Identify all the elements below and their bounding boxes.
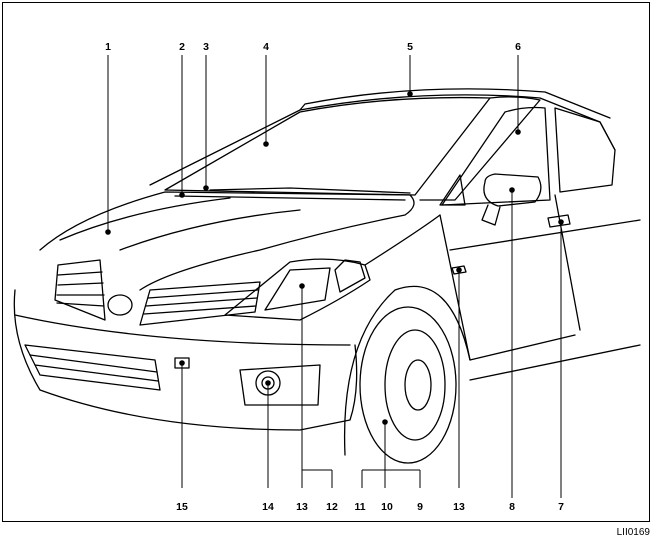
callout-15: 15 [176, 501, 188, 513]
dot-7 [558, 219, 564, 225]
roof-line [149, 94, 616, 186]
callout-1: 1 [105, 41, 111, 53]
upper-grille [139, 281, 261, 326]
hood-crease-2 [119, 209, 301, 251]
hood-crease-1 [59, 197, 231, 241]
tire [359, 306, 457, 464]
callout-5: 5 [407, 41, 413, 53]
lower-grille-bars [29, 354, 159, 382]
callout-11: 11 [354, 501, 365, 513]
upper-grille-bars [143, 289, 259, 315]
callout-14: 14 [262, 501, 274, 513]
callout-3: 3 [203, 41, 209, 53]
figure-frame [2, 2, 650, 522]
side-character-line [449, 219, 641, 251]
dot-14 [265, 380, 271, 386]
callout-2: 2 [179, 41, 185, 53]
fender [364, 214, 441, 266]
dot-4 [263, 141, 269, 147]
mirror-arm [481, 204, 501, 226]
callout-6: 6 [515, 41, 521, 53]
wheel-arch [343, 285, 471, 456]
nissan-emblem [107, 294, 133, 316]
grille-bars [56, 271, 105, 307]
front-bumper [13, 289, 358, 431]
dot-2 [179, 192, 185, 198]
dot-15 [179, 360, 185, 366]
windshield [164, 96, 491, 196]
wheel-rim [384, 329, 446, 441]
dot-5 [407, 91, 413, 97]
wheel-hub [404, 359, 432, 411]
callout-4: 4 [263, 41, 269, 53]
dot-13b [456, 267, 462, 273]
fog-lamp-housing [239, 364, 321, 406]
callout-10: 10 [381, 501, 393, 513]
wiper [209, 187, 411, 194]
hood-outline [39, 191, 415, 291]
dot-6 [515, 129, 521, 135]
callout-8: 8 [509, 501, 515, 513]
lower-grille [24, 344, 161, 391]
bumper-line [14, 314, 351, 346]
cowl [174, 195, 406, 201]
headlamp-lens [264, 267, 331, 311]
dot-8 [509, 187, 515, 193]
dot-13a [299, 283, 305, 289]
dot-1 [105, 229, 111, 235]
a-pillar [419, 96, 541, 201]
dot-3 [203, 185, 209, 191]
figure-id: LII0169 [616, 527, 650, 538]
dot-10 [382, 419, 388, 425]
callout-9: 9 [417, 501, 423, 513]
door-front-edge [439, 214, 576, 361]
rear-side-window [554, 107, 616, 193]
door-handle [547, 214, 571, 228]
callout-7: 7 [558, 501, 564, 513]
rocker-panel [469, 344, 641, 381]
door-line [554, 194, 581, 331]
headlamp [224, 258, 371, 321]
front-grille [54, 259, 106, 321]
headlamp-corner [334, 259, 366, 293]
callout-12: 12 [326, 501, 338, 513]
vent-window [439, 174, 466, 206]
front-side-window [441, 106, 551, 206]
side-mirror [483, 173, 542, 207]
roof-inner-line [299, 88, 611, 119]
callout-13b: 13 [453, 501, 465, 513]
callout-13a: 13 [296, 501, 308, 513]
side-turn-lamp [451, 265, 467, 275]
